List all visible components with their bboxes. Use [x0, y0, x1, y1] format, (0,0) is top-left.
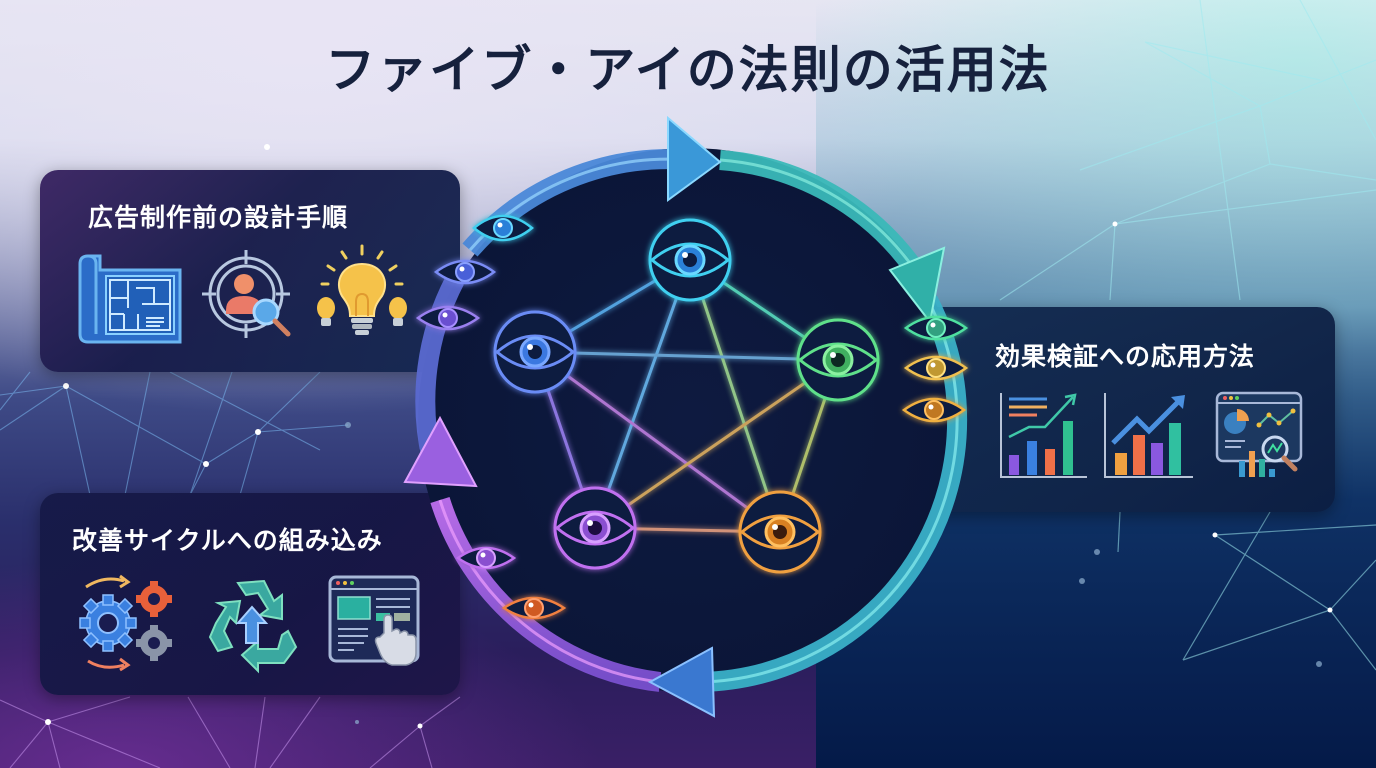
ring-eye-3-icon — [415, 305, 481, 331]
target-persona-search-icon — [202, 250, 291, 338]
growth-chart-icon — [1104, 393, 1193, 478]
web-page-click-icon — [328, 575, 420, 666]
panel-design-steps: 広告制作前の設計手順 — [40, 170, 460, 372]
panel-improve-title: 改善サイクルへの組み込み — [72, 526, 383, 555]
eye-node-top-icon — [648, 218, 732, 302]
recycle-arrows-icon — [208, 579, 298, 674]
five-eyes-cycle-diagram — [403, 115, 969, 718]
eye-node-bottom-right-icon — [738, 490, 822, 574]
lightbulb-ideas-icon — [317, 244, 407, 335]
eye-node-bottom-left-icon — [553, 486, 637, 570]
blueprint-icon — [78, 254, 182, 344]
ring-eye-7-icon — [455, 546, 517, 570]
eye-node-right-icon — [796, 318, 880, 402]
gears-cycle-icon — [79, 574, 172, 672]
ring-eye-2-icon — [433, 259, 497, 285]
cycle-arrow-right-icon — [888, 246, 946, 325]
ring-eye-6-icon — [901, 397, 967, 423]
panel-verify-title: 効果検証への応用方法 — [995, 342, 1256, 371]
ring-eye-1-icon — [472, 214, 534, 242]
page-title: ファイブ・アイの法則の活用法 — [325, 41, 1051, 99]
ring-eye-5-icon — [903, 355, 969, 381]
diagram-background-disk — [418, 148, 962, 692]
cycle-arrow-bottom-icon — [647, 646, 716, 718]
panel-improvement-cycle: 改善サイクルへの組み込み — [40, 493, 460, 695]
cycle-arrow-top-icon — [667, 115, 722, 202]
ring-eye-4-icon — [903, 315, 969, 341]
panel-effect-verification: 効果検証への応用方法 — [905, 307, 1335, 512]
eye-node-left-icon — [493, 310, 577, 394]
analytics-dashboard-icon — [1215, 391, 1303, 477]
bar-chart-trend-icon — [1000, 393, 1087, 478]
panel-design-title: 広告制作前の設計手順 — [88, 203, 349, 232]
ring-eye-8-icon — [501, 596, 567, 620]
cycle-arrow-left-icon — [403, 415, 478, 488]
